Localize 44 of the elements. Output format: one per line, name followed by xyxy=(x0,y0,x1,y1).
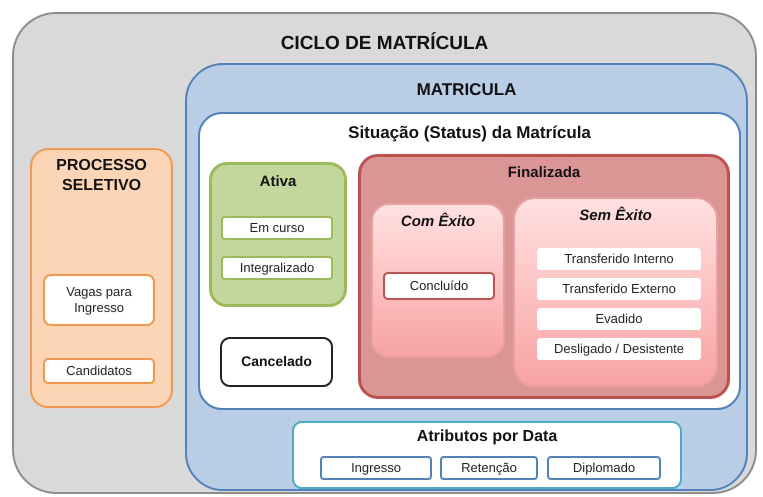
node-label: Transferido Externo xyxy=(562,280,676,298)
node-label: Sem Êxito xyxy=(579,207,652,226)
node-label: Integralizado xyxy=(240,260,314,276)
item-box xyxy=(537,338,701,360)
item-box xyxy=(537,278,701,300)
node-label: Diplomado xyxy=(572,460,636,476)
node-label: Finalizada xyxy=(508,164,580,183)
process-panel xyxy=(30,148,173,408)
node-label: Vagas para Ingresso xyxy=(65,284,133,316)
outcome-group xyxy=(371,203,505,358)
node-label: Situação (Status) da Matrícula xyxy=(348,122,591,144)
item-box xyxy=(320,456,432,480)
node-label: Ativa xyxy=(260,173,296,192)
item-box xyxy=(547,456,661,480)
node-label: Cancelado xyxy=(241,353,312,371)
node-label: PROCESSO SELETIVO xyxy=(55,156,148,196)
status-group xyxy=(358,154,730,399)
node-label: CICLO DE MATRÍCULA xyxy=(280,32,488,56)
node-label: Desligado / Desistente xyxy=(554,340,684,358)
item-box xyxy=(43,274,155,326)
status-group xyxy=(209,162,347,307)
node-label: Em curso xyxy=(250,220,304,236)
node-label: MATRICULA xyxy=(416,79,516,100)
item-box xyxy=(221,216,333,240)
node-label: Concluído xyxy=(410,278,468,294)
node-label: Com Êxito xyxy=(400,213,476,232)
item-box xyxy=(221,256,333,280)
cycle-panel xyxy=(12,12,757,494)
node-label: Atributos por Data xyxy=(416,427,558,447)
status-panel xyxy=(198,112,741,410)
item-box xyxy=(440,456,538,480)
status-box xyxy=(220,337,333,387)
node-label: Evadido xyxy=(596,310,642,328)
node-label: Ingresso xyxy=(351,460,401,476)
item-box xyxy=(537,248,701,270)
node-label: Candidatos xyxy=(66,362,132,380)
outcome-group xyxy=(513,197,718,387)
node-label: Retenção xyxy=(461,460,517,476)
item-box xyxy=(383,272,495,300)
node-label: Transferido Interno xyxy=(564,250,674,268)
enrollment-panel xyxy=(185,63,748,491)
item-box xyxy=(43,358,155,384)
attributes-panel xyxy=(292,421,682,489)
item-box xyxy=(537,308,701,330)
